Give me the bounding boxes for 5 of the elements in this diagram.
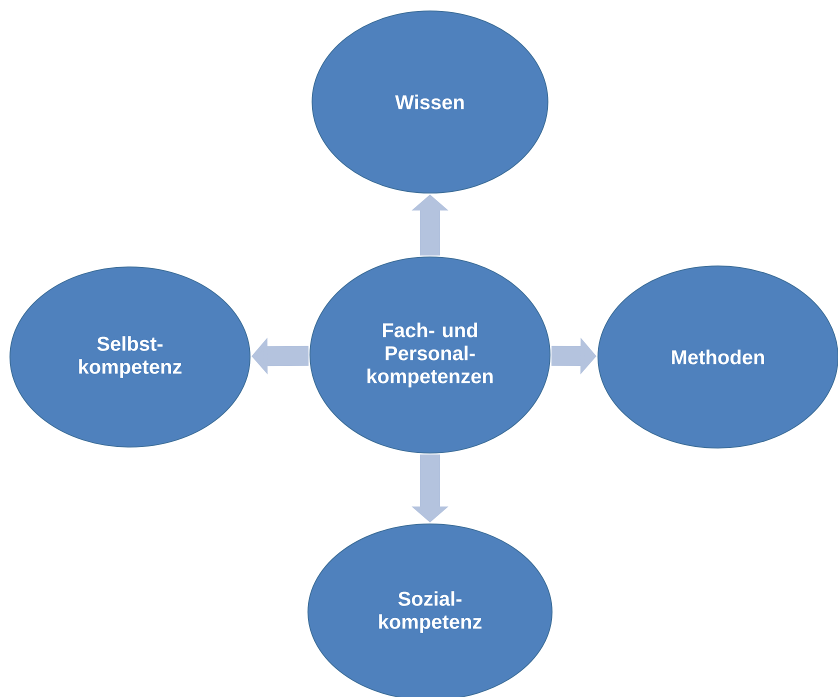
ellipse-node: Sozial- kompetenz: [308, 524, 552, 697]
ellipse-node: Selbst- kompetenz: [10, 266, 250, 448]
ellipse-node: Methoden: [598, 266, 838, 448]
ellipse-node: Wissen: [312, 10, 548, 194]
ellipse-node: Fach- und Personal- kompetenzen: [310, 256, 550, 454]
